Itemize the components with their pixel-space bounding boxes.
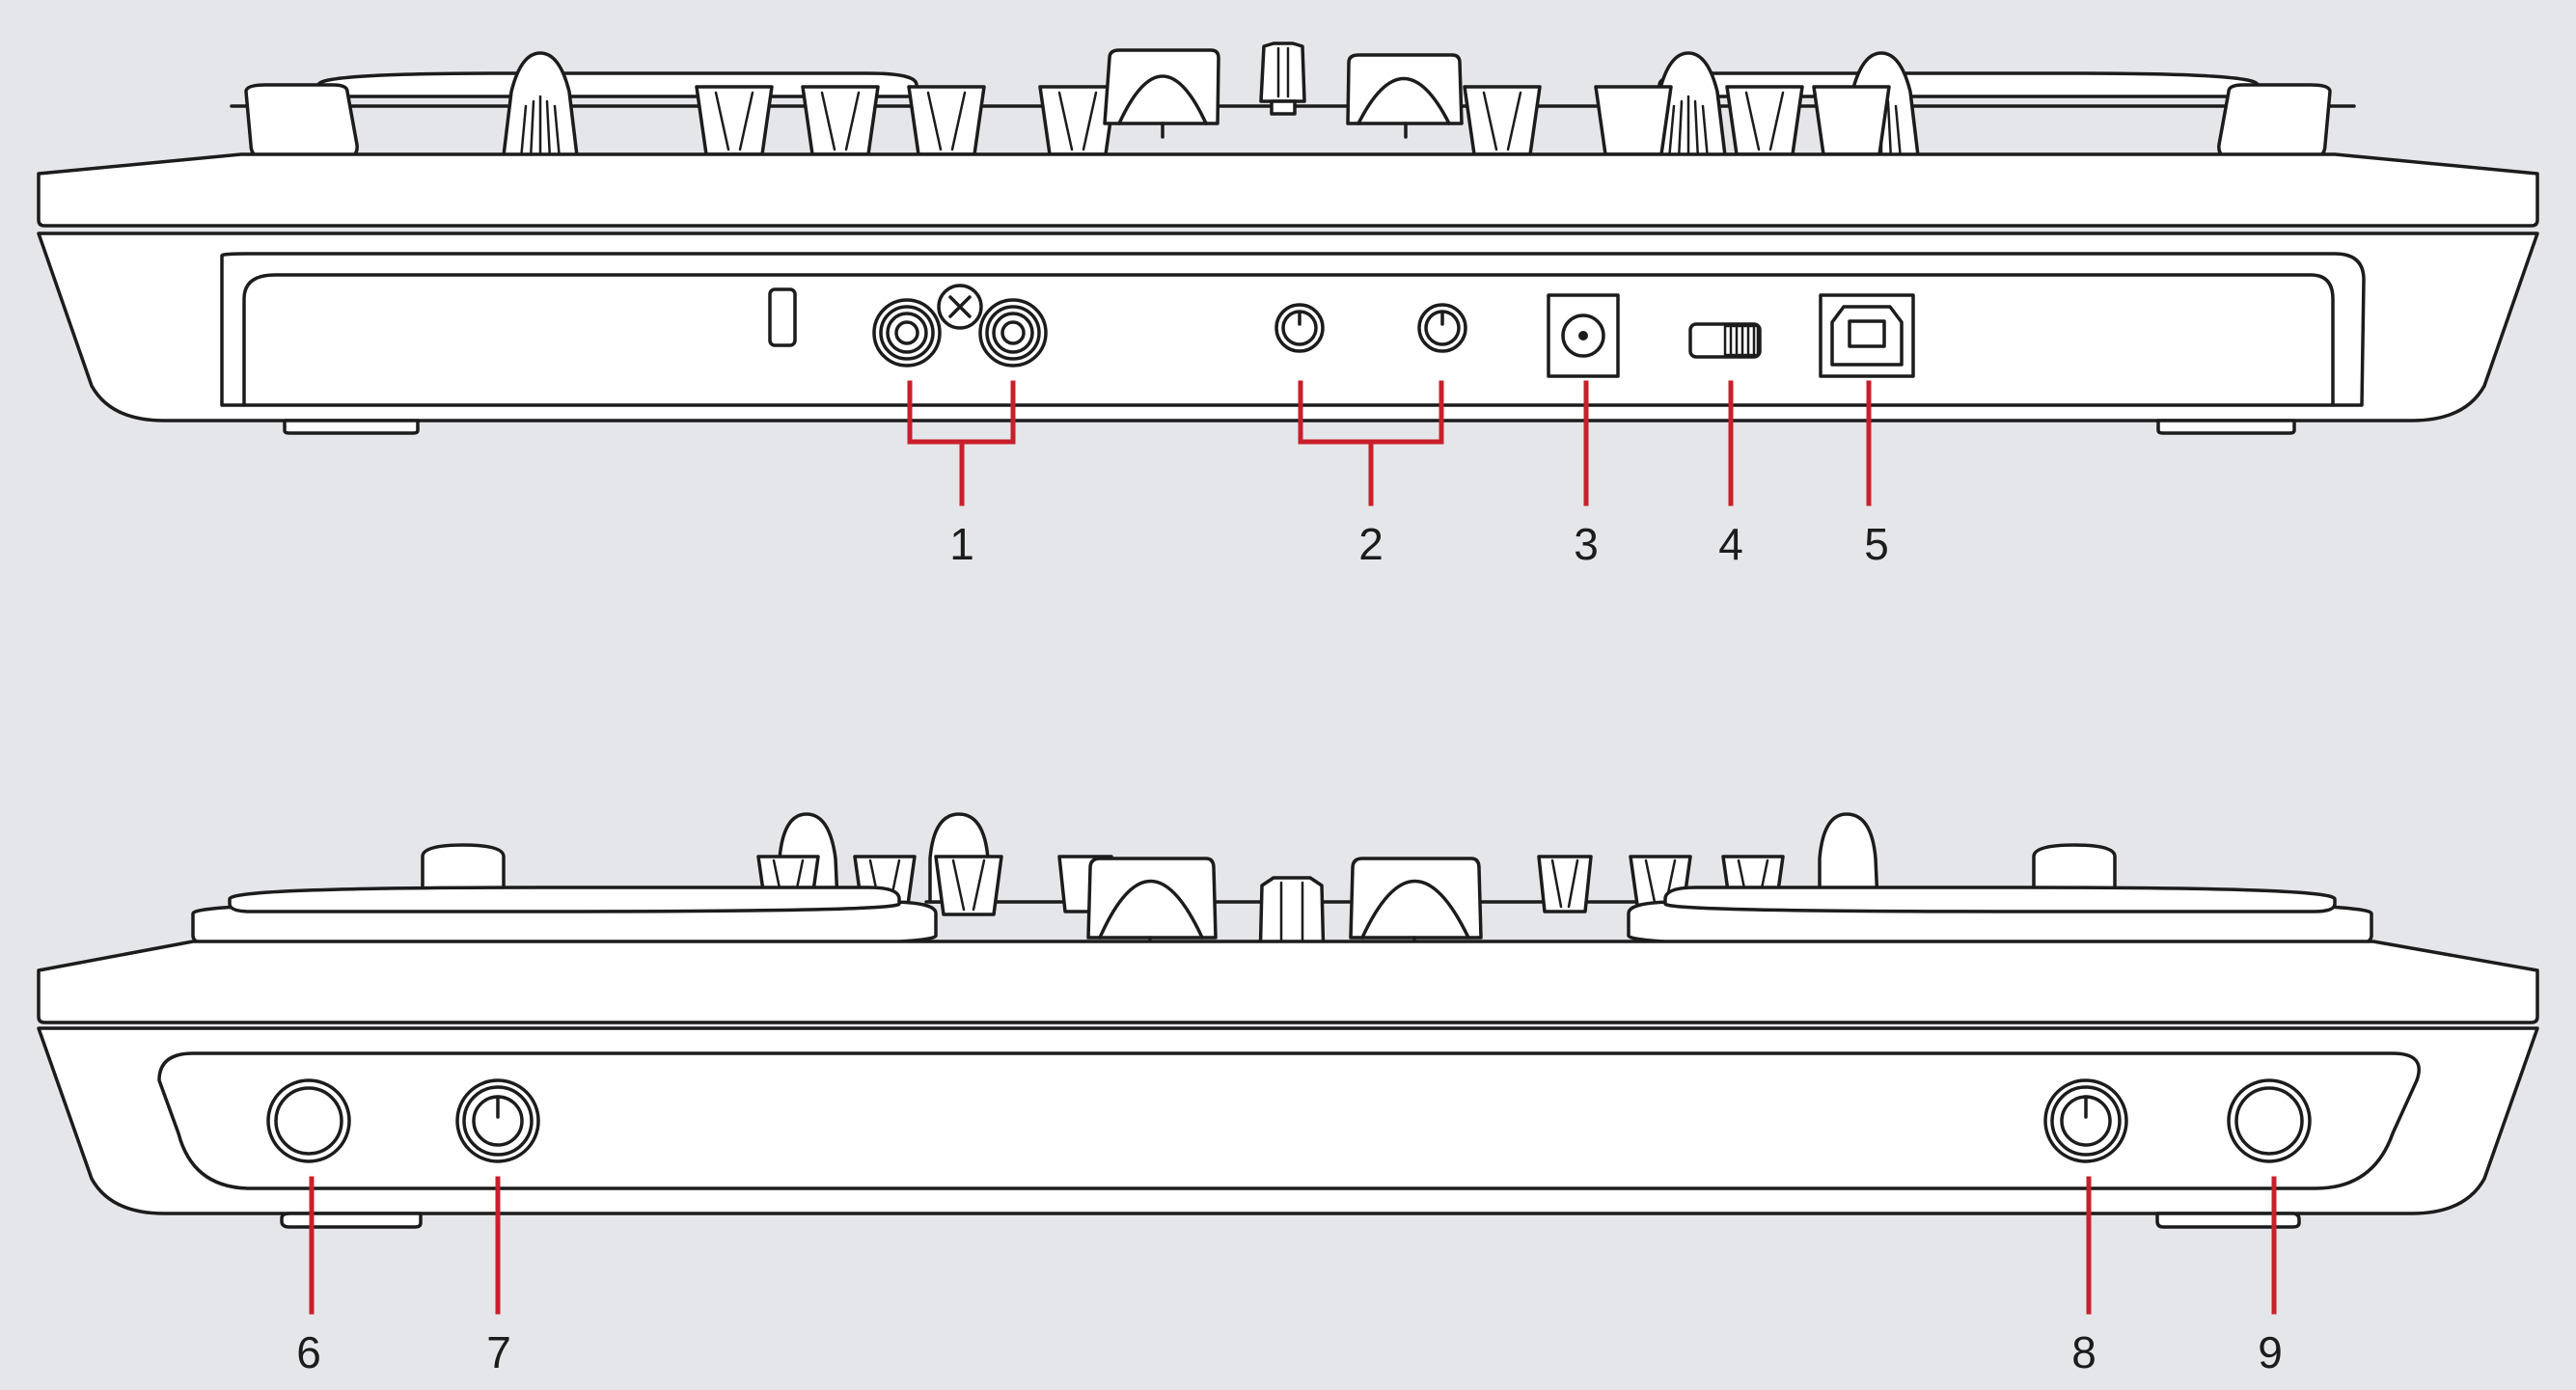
callout-1-label: 1 bbox=[949, 519, 974, 569]
left-corner-knob bbox=[244, 83, 359, 162]
front-volume-knob-right bbox=[2043, 1078, 2128, 1163]
tall-knob-3 bbox=[1818, 812, 1879, 904]
rear-foot-left bbox=[283, 419, 420, 435]
callout-8-label: 8 bbox=[2071, 1327, 2096, 1377]
rca-jack-left bbox=[872, 298, 942, 368]
front-eq-knobs bbox=[756, 855, 1785, 916]
output-jack-right bbox=[1417, 303, 1467, 353]
callout-2-leader bbox=[1298, 380, 1444, 506]
front-face bbox=[37, 1026, 2539, 1215]
rca-jack-right bbox=[978, 298, 1048, 368]
callout-4-label: 4 bbox=[1718, 519, 1743, 569]
front-top-panel bbox=[37, 940, 2539, 1024]
callout-7-label: 7 bbox=[486, 1327, 511, 1377]
center-arch-knob-left bbox=[1103, 48, 1220, 139]
front-arch-knob-left bbox=[1086, 857, 1218, 954]
front-volume-knob-left bbox=[455, 1078, 540, 1163]
left-platter-top bbox=[228, 886, 901, 913]
callout-3-label: 3 bbox=[1574, 519, 1599, 569]
eq-knobs-right bbox=[1463, 85, 1891, 168]
rear-foot-right bbox=[2156, 419, 2296, 435]
rear-top-panel bbox=[37, 152, 2539, 228]
callout-5-label: 5 bbox=[1864, 519, 1889, 569]
front-connector-panel bbox=[157, 1051, 2421, 1190]
usb-b-port bbox=[1819, 293, 1915, 378]
right-platter-top bbox=[1663, 886, 2337, 913]
front-view: 6 7 8 9 bbox=[37, 812, 2539, 1377]
output-jack-left bbox=[1274, 303, 1325, 353]
dc-power-jack bbox=[1547, 293, 1620, 378]
headphone-jack-large bbox=[266, 1078, 351, 1163]
callout-9-label: 9 bbox=[2258, 1327, 2283, 1377]
ground-screw-icon bbox=[937, 284, 983, 330]
callout-2-label: 2 bbox=[1358, 519, 1384, 569]
callout-6-label: 6 bbox=[296, 1327, 321, 1377]
quarter-inch-outputs bbox=[1274, 303, 1467, 353]
front-top-controls bbox=[191, 812, 2373, 970]
front-foot-left bbox=[280, 1212, 423, 1229]
front-arch-knob-right bbox=[1349, 857, 1483, 954]
rear-top-controls bbox=[230, 41, 2356, 177]
center-arch-knob-right bbox=[1346, 53, 1464, 139]
power-switch bbox=[1688, 322, 1762, 359]
front-foot-right bbox=[2155, 1212, 2301, 1229]
headphone-jack-small bbox=[2227, 1078, 2312, 1163]
rca-output-jacks bbox=[872, 284, 1048, 368]
rear-view: 1 2 3 4 5 bbox=[37, 41, 2539, 569]
rear-connector-panel-inner bbox=[242, 273, 2335, 407]
rear-crossfader bbox=[1259, 41, 1306, 116]
callout-1-leader bbox=[907, 380, 1016, 506]
right-corner-knob bbox=[2217, 83, 2332, 162]
front-callout-leaders bbox=[309, 1176, 2277, 1315]
kensington-lock-slot bbox=[768, 287, 797, 347]
rear-callout-leaders bbox=[907, 380, 1872, 506]
